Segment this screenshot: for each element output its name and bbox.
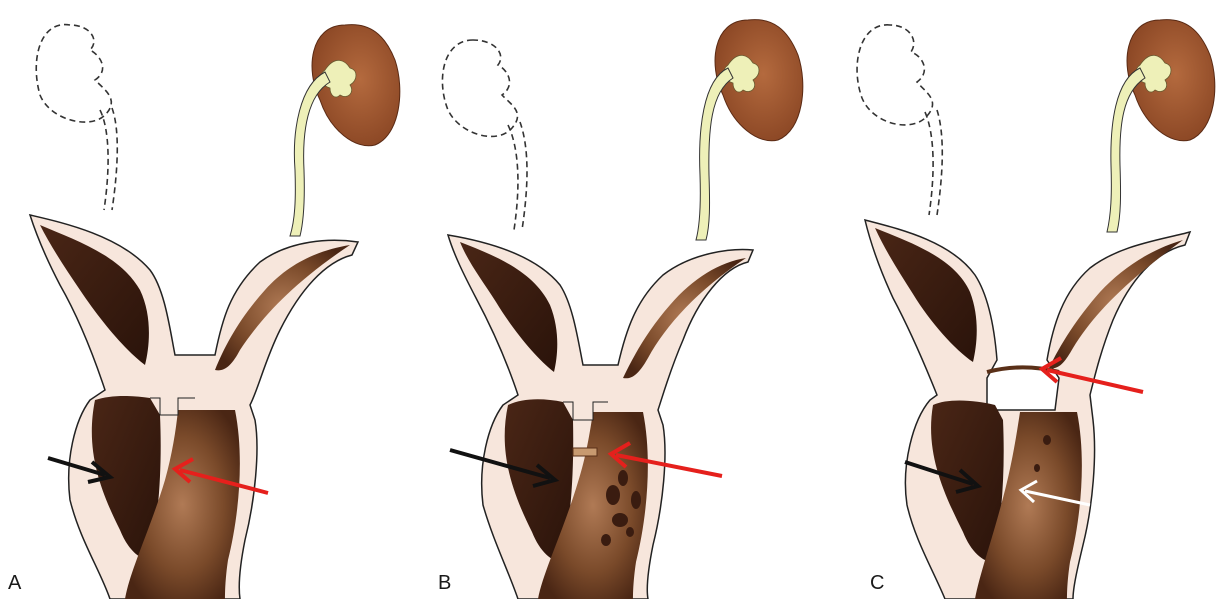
absent-kidney-outline [857,25,942,215]
absent-kidney-outline [36,25,117,210]
panel-label-b: B [438,572,451,595]
panel-a-illustration [0,0,408,599]
absent-kidney-outline [442,40,527,230]
panel-c-illustration [815,0,1223,599]
panel-a: A [0,0,408,599]
panel-b-illustration [408,0,816,599]
panel-c: C [815,0,1223,599]
septal-communication [573,448,597,456]
panel-b: B [408,0,816,599]
panel-label-c: C [870,572,884,595]
panel-label-a: A [8,572,21,595]
